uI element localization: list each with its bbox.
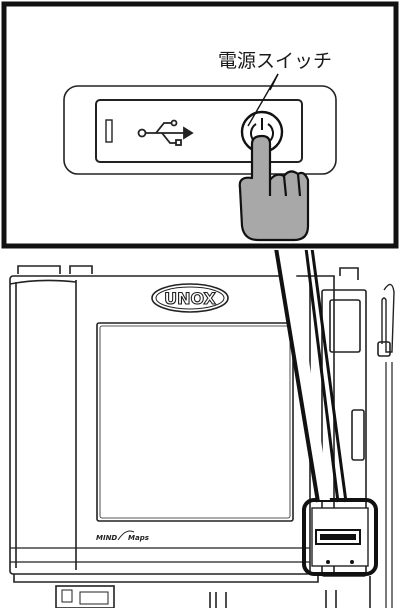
oven-window bbox=[96, 322, 294, 522]
logo-swoosh bbox=[117, 530, 135, 541]
side-slot bbox=[351, 409, 365, 461]
highlight-frame bbox=[302, 498, 378, 576]
logo-maps-text: Maps bbox=[128, 534, 149, 542]
inset-frame bbox=[1, 1, 399, 249]
zoom-inset bbox=[0, 0, 400, 250]
display-screen bbox=[329, 299, 361, 353]
control-panel bbox=[63, 85, 337, 175]
oven-base-panel bbox=[55, 585, 115, 609]
brand-text: UNOX bbox=[164, 289, 216, 308]
power-switch-label: 電源スイッチ bbox=[218, 50, 333, 72]
oven-door bbox=[9, 275, 311, 575]
pointing-hand-icon bbox=[238, 134, 310, 242]
oven bbox=[9, 265, 395, 609]
power-switch-location bbox=[302, 498, 378, 576]
logo-mind-text: MIND bbox=[96, 534, 117, 542]
brand-badge bbox=[151, 283, 229, 313]
usb-icon bbox=[137, 119, 194, 146]
zoom-connector bbox=[274, 247, 348, 503]
